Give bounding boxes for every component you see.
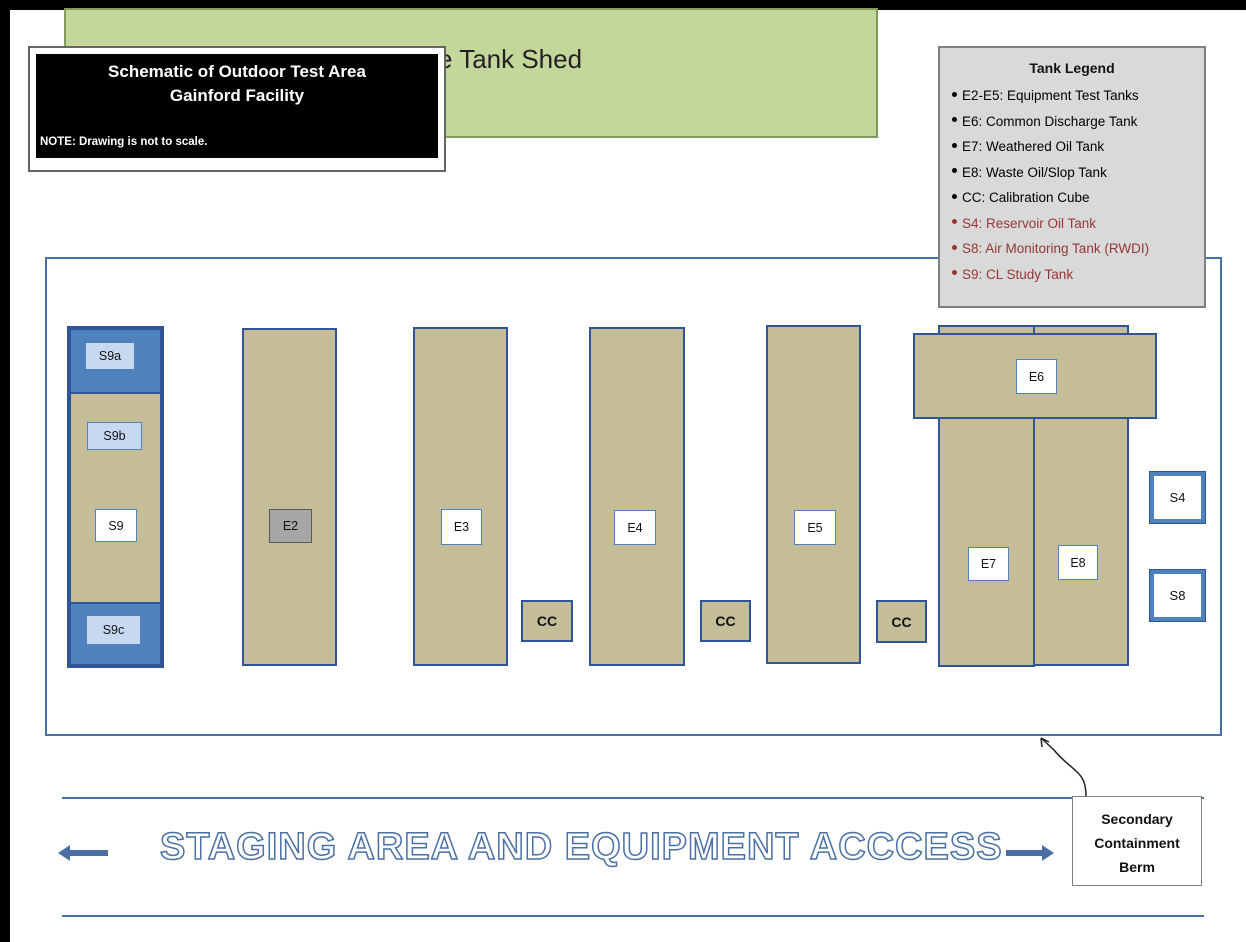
staging-bottom-line [62,915,1204,917]
e7-label: E7 [968,547,1009,581]
e2-tank [242,328,337,666]
staging-top-line [62,797,1204,799]
legend-item: E6: Common Discharge Tank [952,114,1149,140]
legend-item: E8: Waste Oil/Slop Tank [952,165,1149,191]
legend-item: S9: CL Study Tank [952,267,1149,293]
callout-line-2: Containment [1094,835,1180,851]
e3-label: E3 [441,509,482,545]
e4-tank [589,327,685,666]
legend-item: S8: Air Monitoring Tank (RWDI) [952,241,1149,267]
e6-label: E6 [1016,359,1057,394]
legend-item: E2-E5: Equipment Test Tanks [952,88,1149,114]
callout-line-3: Berm [1119,859,1155,875]
callout-pointer-icon [1040,737,1087,797]
berm-callout: Secondary Containment Berm [1072,796,1202,886]
bullet-icon [952,117,957,123]
e8-label: E8 [1058,545,1098,580]
legend-list: E2-E5: Equipment Test Tanks E6: Common D… [952,88,1149,292]
s4-tank: S4 [1149,471,1206,524]
legend-item: S4: Reservoir Oil Tank [952,216,1149,242]
e5-label: E5 [794,510,836,545]
frame-left-border [0,0,10,942]
containment-berm-outline [45,257,1222,736]
legend-item: E7: Weathered Oil Tank [952,139,1149,165]
s9-label: S9 [95,509,137,542]
bullet-icon [952,219,957,225]
title-line-1: Schematic of Outdoor Test Area [108,62,366,81]
frame-top-border [0,0,1246,10]
staging-area-label: STAGING AREA AND EQUIPMENT ACCCESS [159,825,1003,869]
title-line-2: Gainford Facility [169,86,305,105]
callout-line-1: Secondary [1101,811,1173,827]
e2-label: E2 [269,509,312,543]
bullet-icon [952,91,957,97]
e3-tank [413,327,508,666]
s9c-label: S9c [86,615,141,645]
e4-label: E4 [614,510,656,545]
s8-tank: S8 [1149,569,1206,622]
bullet-icon [952,193,957,199]
bullet-icon [952,270,957,276]
arrow-left-icon [58,845,108,861]
legend-item: CC: Calibration Cube [952,190,1149,216]
title-box: Schematic of Outdoor Test Area Gainford … [36,54,438,158]
scale-note: NOTE: Drawing is not to scale. [40,136,208,148]
s9b-label: S9b [87,422,142,450]
cc-tank-3: CC [876,600,927,643]
s9a-label: S9a [85,342,135,370]
legend-title: Tank Legend [1029,60,1115,76]
cc-tank-1: CC [521,600,573,642]
bullet-icon [952,142,957,148]
bullet-icon [952,168,957,174]
e5-tank [766,325,861,664]
cc-tank-2: CC [700,600,751,642]
arrow-right-icon [1006,845,1054,861]
bullet-icon [952,244,957,250]
tank-legend: Tank Legend E2-E5: Equipment Test Tanks … [938,46,1206,308]
